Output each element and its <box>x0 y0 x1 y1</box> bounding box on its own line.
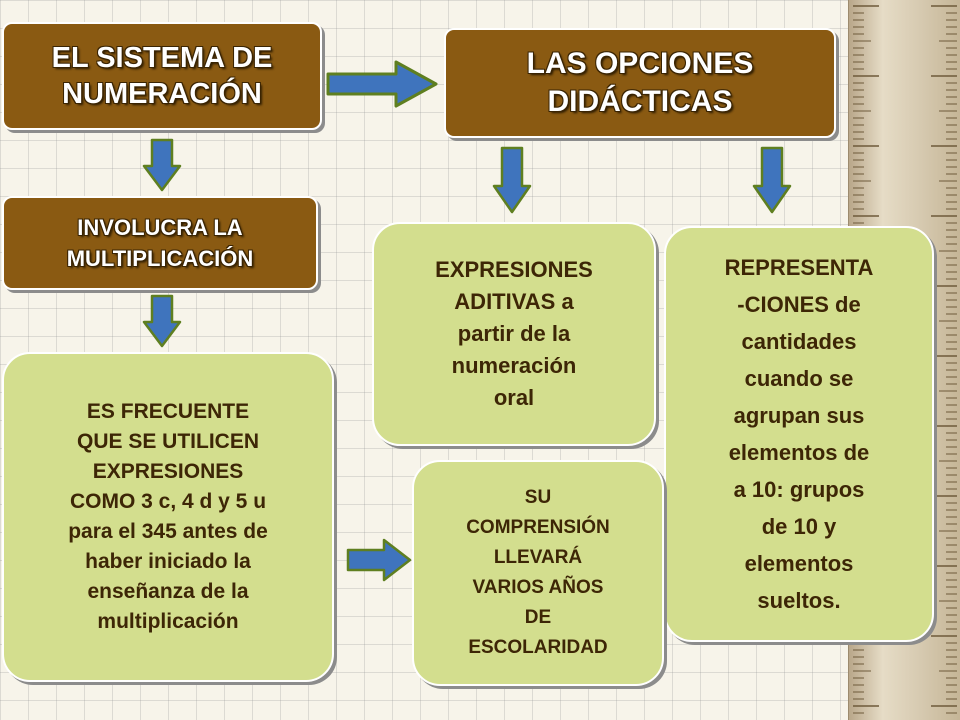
node-opciones-didacticas: LAS OPCIONES DIDÁCTICAS <box>444 28 836 138</box>
arrow-down-frecuente <box>142 294 182 348</box>
node-representaciones: REPRESENTA -CIONES de cantidades cuando … <box>664 226 934 642</box>
node-expresiones-aditivas-text: EXPRESIONES ADITIVAS a partir de la nume… <box>435 257 593 410</box>
node-su-comprension: SU COMPRENSIÓN LLEVARÁ VARIOS AÑOS DE ES… <box>412 460 664 686</box>
node-involucra-multiplicacion-text: INVOLUCRA LA MULTIPLICACIÓN <box>66 215 254 271</box>
node-sistema-numeracion-text: EL SISTEMA DE NUMERACIÓN <box>51 42 273 110</box>
node-representaciones-text: REPRESENTA -CIONES de cantidades cuando … <box>724 255 874 613</box>
arrow-down-representaciones <box>752 146 792 214</box>
node-su-comprension-text: SU COMPRENSIÓN LLEVARÁ VARIOS AÑOS DE ES… <box>466 487 610 658</box>
arrow-down-involucra <box>142 138 182 192</box>
arrow-right-comprension <box>346 538 412 582</box>
node-es-frecuente-text: ES FRECUENTE QUE SE UTILICEN EXPRESIONES… <box>68 400 268 633</box>
node-opciones-didacticas-text: LAS OPCIONES DIDÁCTICAS <box>526 47 754 118</box>
arrow-right-top <box>326 60 438 108</box>
arrow-down-aditivas <box>492 146 532 214</box>
node-sistema-numeracion: EL SISTEMA DE NUMERACIÓN <box>2 22 322 130</box>
node-involucra-multiplicacion: INVOLUCRA LA MULTIPLICACIÓN <box>2 196 318 290</box>
node-expresiones-aditivas: EXPRESIONES ADITIVAS a partir de la nume… <box>372 222 656 446</box>
node-es-frecuente: ES FRECUENTE QUE SE UTILICEN EXPRESIONES… <box>2 352 334 682</box>
